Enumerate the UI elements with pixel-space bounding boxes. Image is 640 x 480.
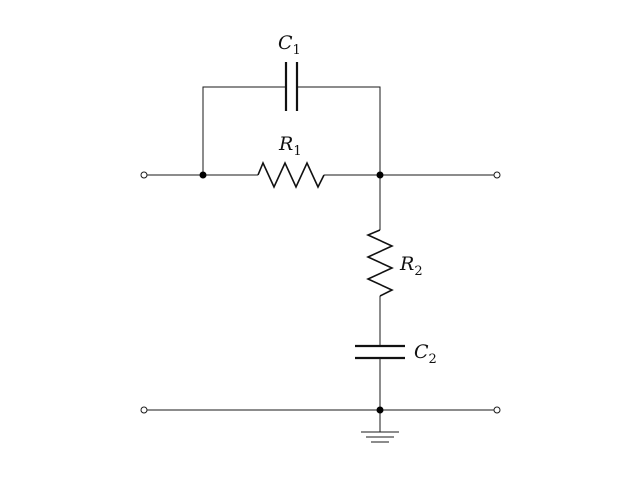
ground-icon <box>361 410 399 443</box>
resistor-r2 <box>366 229 394 297</box>
capacitor-c1 <box>284 62 299 111</box>
output-terminal-bottom <box>493 406 501 414</box>
input-terminal-bottom <box>140 406 148 414</box>
r1-label: R1 <box>278 133 302 159</box>
junction-dot-right <box>376 171 384 179</box>
input-terminal-top <box>140 171 148 179</box>
c1-loop-left-wire <box>202 86 286 175</box>
output-terminal-top <box>493 171 501 179</box>
junction-dot-left <box>199 171 207 179</box>
capacitor-c2 <box>355 344 405 360</box>
r2-label: R2 <box>399 253 423 279</box>
junction-dot-bottom <box>376 406 384 414</box>
resistor-r1 <box>257 161 325 189</box>
c1-label: C1 <box>278 32 301 58</box>
c2-label: C2 <box>414 341 437 367</box>
c1-loop-right-wire <box>297 86 381 175</box>
